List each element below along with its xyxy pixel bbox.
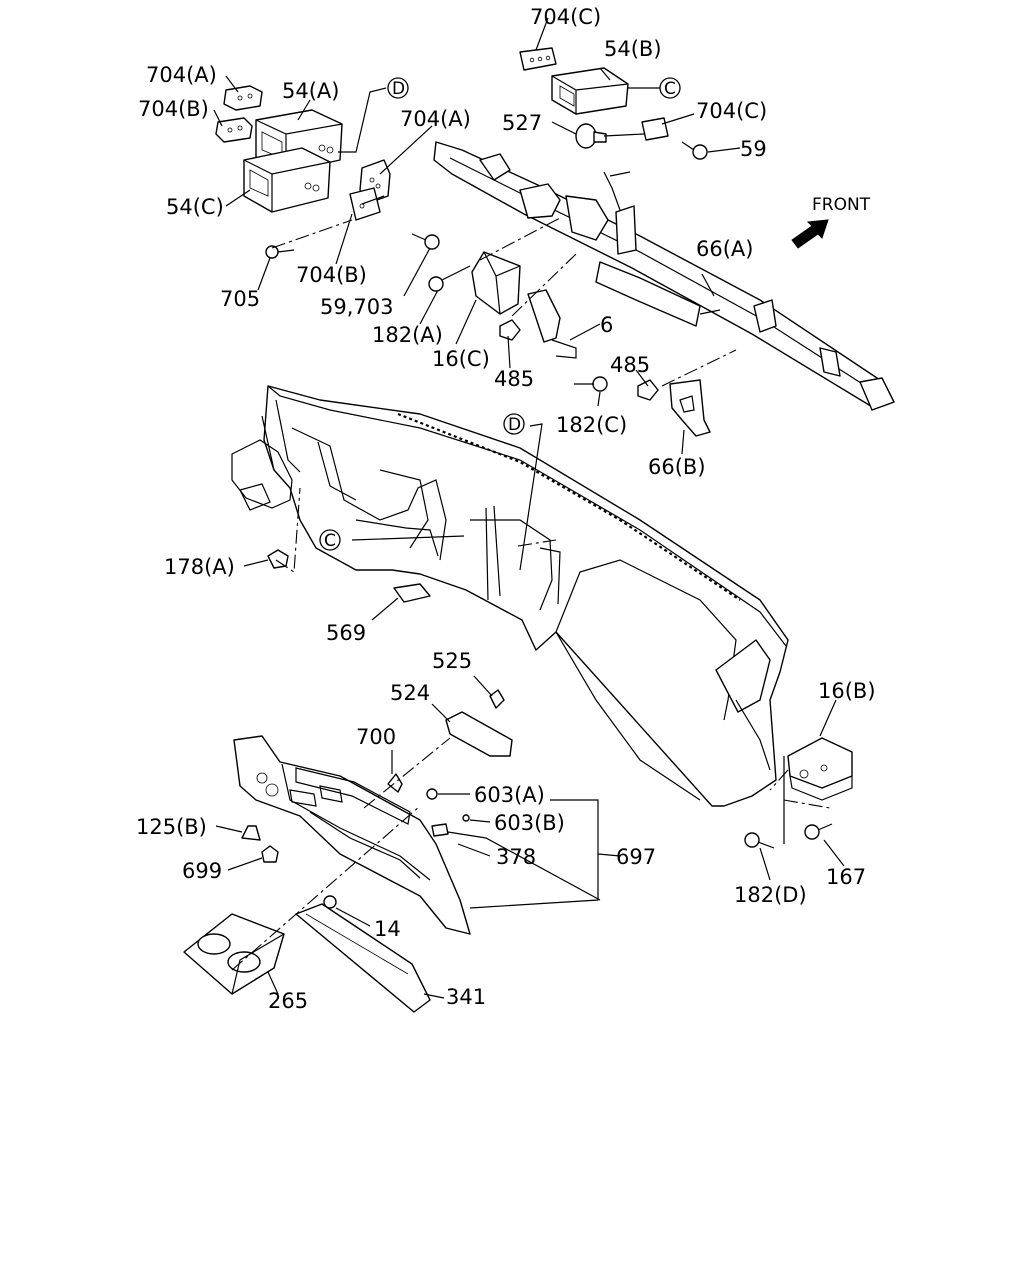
svg-text:D: D	[508, 415, 521, 435]
label-699: 699	[182, 859, 222, 883]
part-704b-mid-bracket	[349, 187, 381, 221]
part-16b-bracket	[787, 737, 853, 801]
svg-text:C: C	[324, 531, 336, 551]
label-125b: 125(B)	[136, 815, 207, 839]
label-700: 700	[356, 725, 396, 749]
part-167-bolt	[804, 823, 833, 840]
callout-c-dash: C	[319, 529, 341, 551]
part-182a-bolt	[428, 265, 471, 292]
part-603a-screw	[426, 788, 438, 800]
part-265-cup-holder	[183, 913, 285, 995]
label-59-703: 59,703	[320, 295, 393, 319]
part-178a-clip	[267, 549, 289, 569]
label-527: 527	[502, 111, 542, 135]
part-54b-pocket	[551, 67, 629, 115]
label-54a: 54(A)	[282, 79, 339, 103]
label-485-right: 485	[610, 353, 650, 377]
label-66a: 66(A)	[696, 237, 753, 261]
part-527-clip	[575, 123, 607, 149]
label-167: 167	[826, 865, 866, 889]
label-525: 525	[432, 649, 472, 673]
label-704a-left: 704(A)	[146, 63, 217, 87]
part-125b-clip	[241, 825, 261, 841]
part-704c-top-bracket	[519, 47, 557, 71]
label-265: 265	[268, 989, 308, 1013]
part-labels: 704(C) 54(B) 704(A) 704(B) 54(A) 704(A) …	[136, 5, 876, 1013]
label-704c-top: 704(C)	[530, 5, 601, 29]
part-66b-bracket	[669, 379, 711, 437]
label-182a: 182(A)	[372, 323, 443, 347]
front-arrow-icon	[791, 219, 829, 249]
part-524-bracket	[445, 711, 513, 757]
part-341-panel	[295, 903, 431, 1013]
callout-d-top: D	[387, 77, 409, 99]
label-16c: 16(C)	[432, 347, 490, 371]
callout-c-top: C	[659, 77, 681, 99]
front-label: FRONT	[812, 195, 871, 215]
label-569: 569	[326, 621, 366, 645]
part-697-lower-trim	[233, 735, 471, 935]
label-178a: 178(A)	[164, 555, 235, 579]
label-697: 697	[616, 845, 656, 869]
label-524: 524	[390, 681, 430, 705]
label-66b: 66(B)	[648, 455, 706, 479]
label-603a: 603(A)	[474, 783, 545, 807]
part-485-right-nut	[637, 379, 659, 401]
part-378-pad	[431, 823, 449, 837]
label-54c: 54(C)	[166, 195, 224, 219]
label-704b-mid: 704(B)	[296, 263, 367, 287]
label-59: 59	[740, 137, 767, 161]
part-182d-bolt	[744, 832, 775, 849]
part-59-703-screw	[411, 233, 440, 250]
part-182c-bolt	[574, 376, 608, 392]
label-54b: 54(B)	[604, 37, 662, 61]
part-instrument-panel	[231, 385, 789, 807]
front-indicator: FRONT	[791, 195, 871, 249]
label-341: 341	[446, 985, 486, 1009]
label-182c: 182(C)	[556, 413, 627, 437]
part-6-bracket	[527, 289, 577, 359]
label-705: 705	[220, 287, 260, 311]
label-704c-right: 704(C)	[696, 99, 767, 123]
label-378: 378	[496, 845, 536, 869]
part-485-left-nut	[499, 319, 521, 341]
label-704a-mid: 704(A)	[400, 107, 471, 131]
part-569-pad	[393, 583, 431, 603]
label-6: 6	[600, 313, 613, 337]
part-704c-right-bracket	[641, 117, 669, 141]
part-16c-bracket	[471, 251, 521, 315]
part-704b-left-bracket	[215, 117, 253, 143]
label-704b-left: 704(B)	[138, 97, 209, 121]
part-54c-pocket	[243, 147, 331, 213]
dash-dot-lines	[231, 217, 831, 971]
part-14-screw	[323, 895, 337, 909]
part-603b-screw	[462, 814, 470, 822]
svg-text:D: D	[392, 79, 405, 99]
part-700-clip	[387, 773, 403, 793]
label-14: 14	[374, 917, 401, 941]
part-705-screw	[265, 245, 295, 259]
leader-lines	[213, 17, 845, 999]
label-182d: 182(D)	[734, 883, 807, 907]
part-699-nut	[261, 845, 279, 863]
part-704a-left-bracket	[223, 85, 263, 111]
part-66a-cross-beam	[433, 141, 895, 411]
label-16b: 16(B)	[818, 679, 876, 703]
svg-text:C: C	[664, 79, 676, 99]
part-59-screw	[681, 141, 708, 160]
label-485-left: 485	[494, 367, 534, 391]
part-525-clip	[489, 689, 505, 709]
callout-d-dash: D	[503, 413, 525, 435]
label-603b: 603(B)	[494, 811, 565, 835]
